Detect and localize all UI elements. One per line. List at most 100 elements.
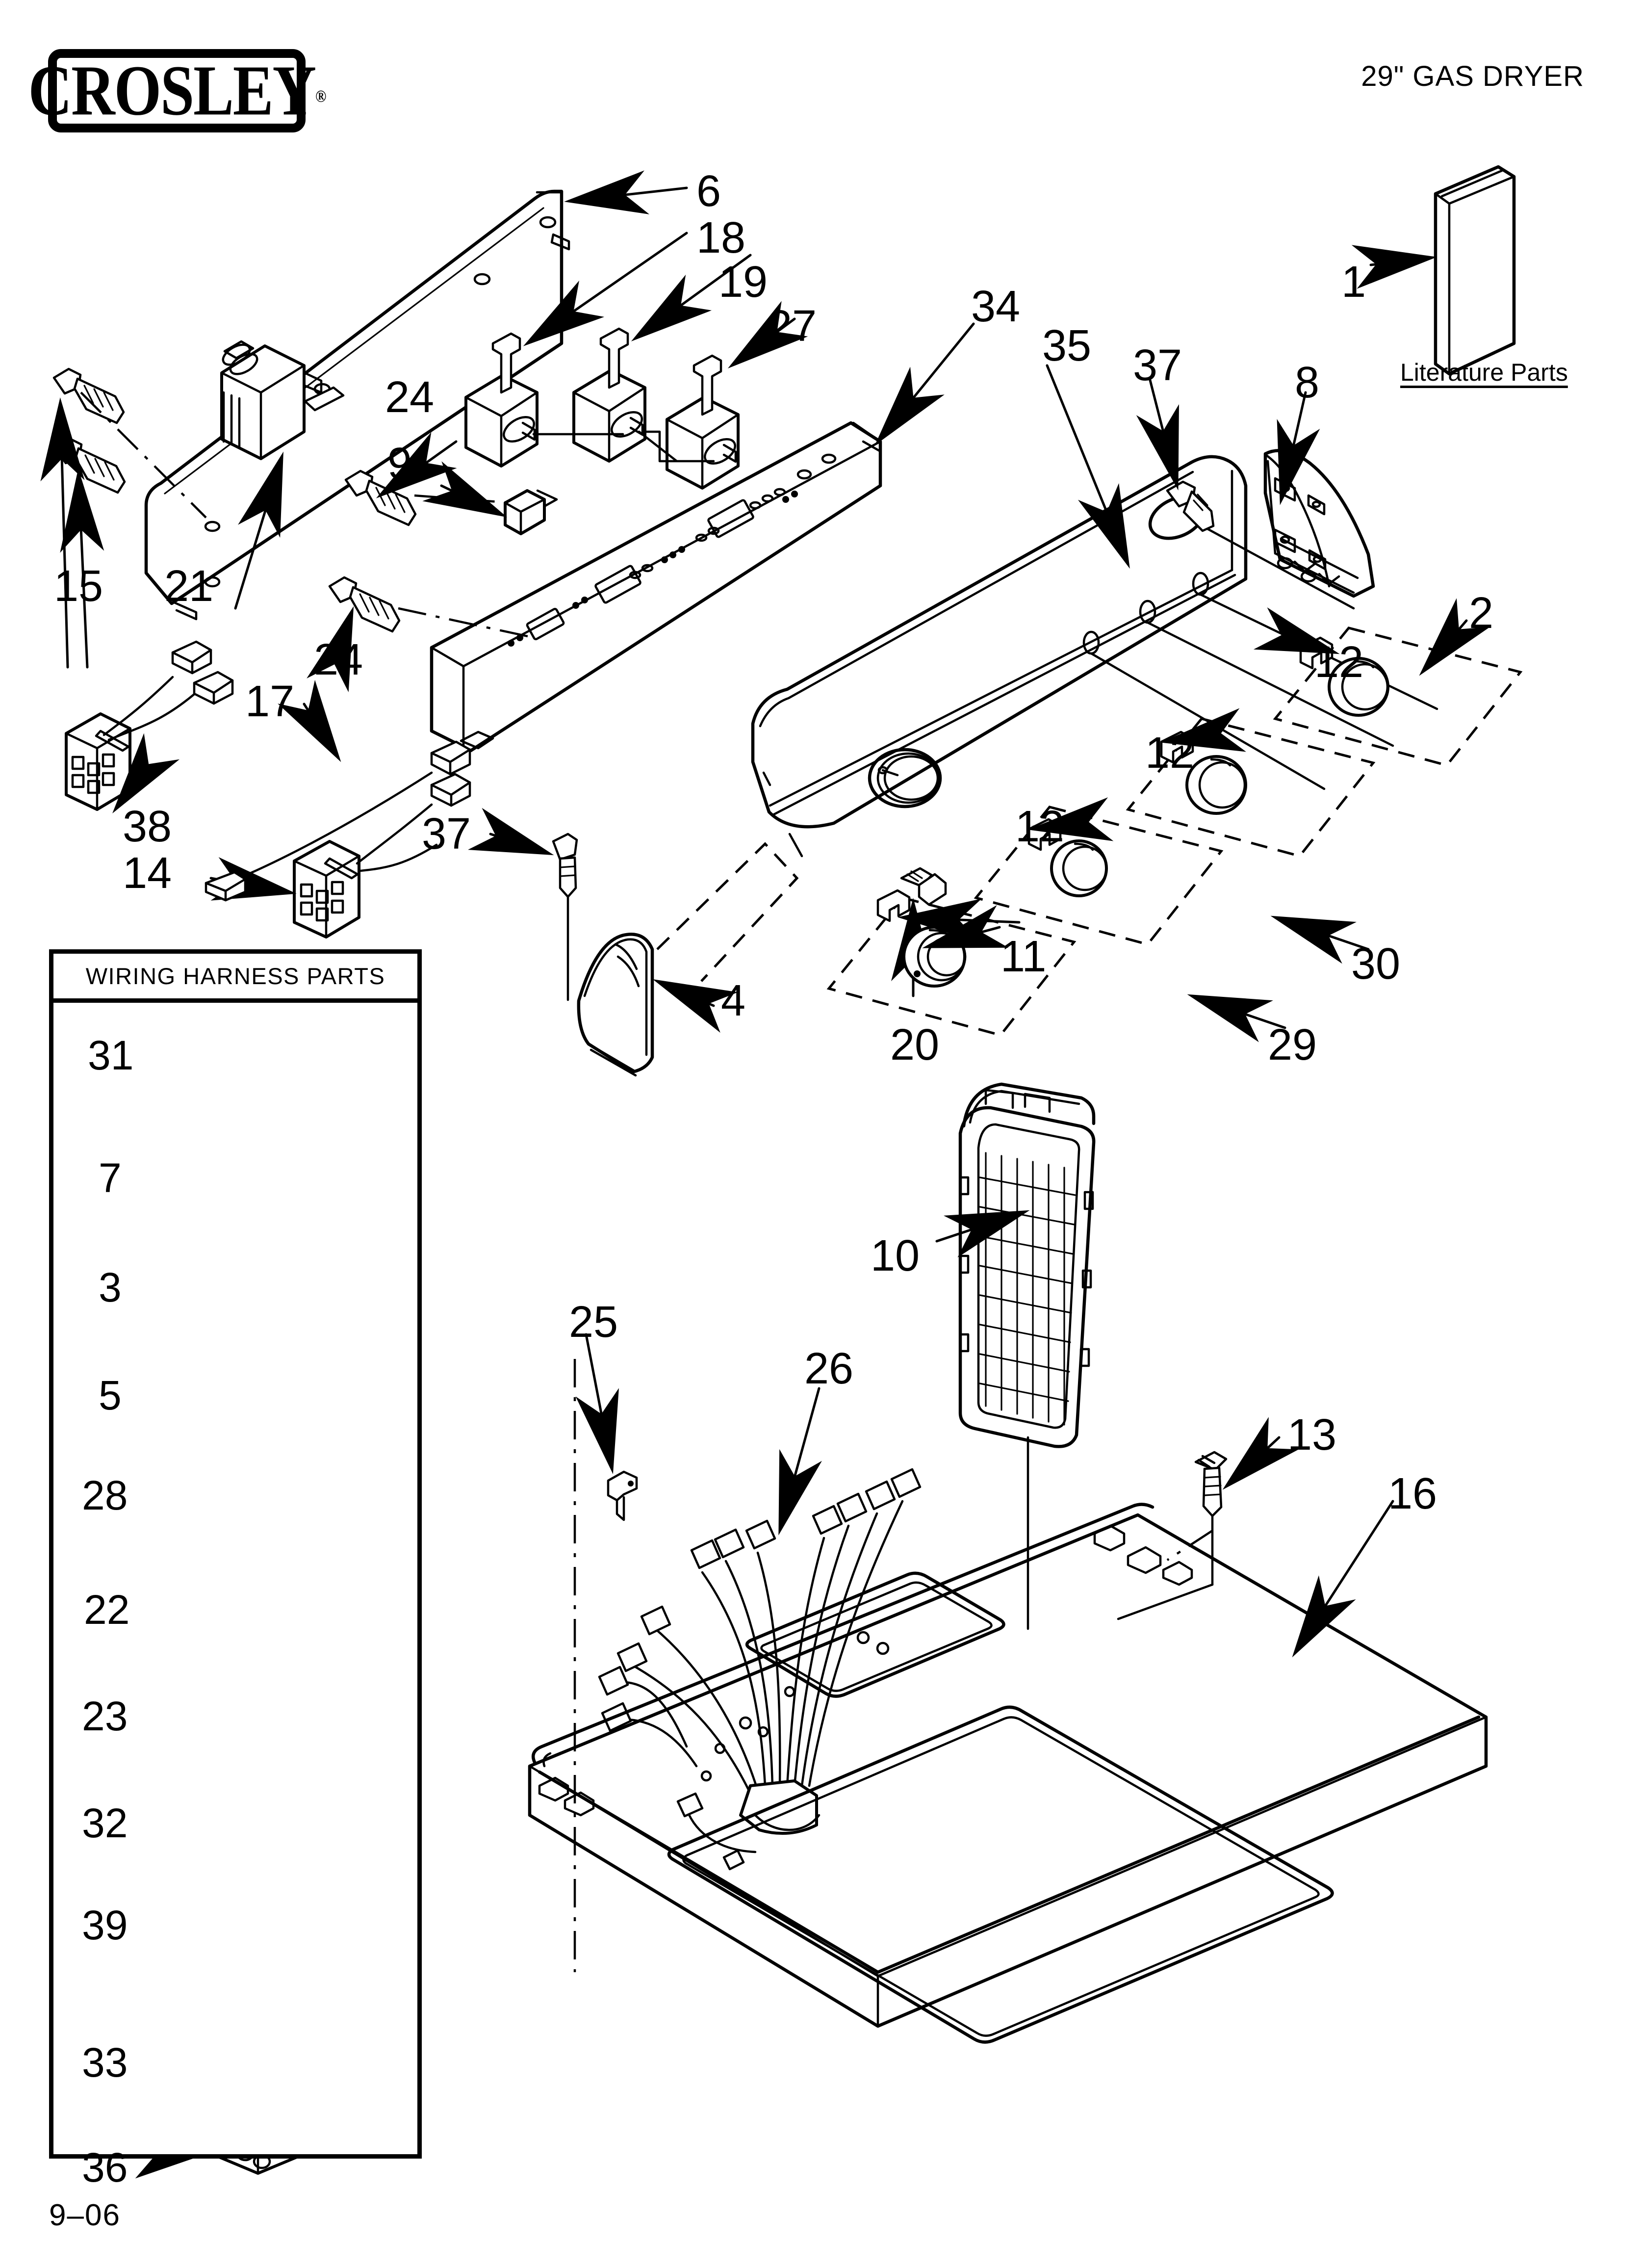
leader-21 xyxy=(234,451,283,610)
callout-15-screw-15: 15 xyxy=(54,562,103,611)
callout-18-rotary-switch-left: 18 xyxy=(696,213,746,262)
leader-37-endcap xyxy=(467,808,554,856)
leader-18 xyxy=(523,232,688,346)
part-switch-bracket xyxy=(504,489,558,535)
part-timer-assembly xyxy=(220,340,345,460)
wiring-harness-legend: WIRING HARNESS PARTS 31 7 3 5 28 22 23 3… xyxy=(49,949,422,2188)
callout-9-switch-bracket: 9 xyxy=(387,439,412,488)
callout-12-knob-clip-upper: 12 xyxy=(1314,638,1364,687)
part-wire-harness-38 xyxy=(65,640,234,811)
part-literature-packet xyxy=(1434,165,1516,376)
callout-21-timer-assembly: 21 xyxy=(164,562,214,611)
leader-35 xyxy=(1046,364,1130,569)
callout-29-knob-kit-29: 29 xyxy=(1268,1020,1317,1069)
callout-8-right-console-endcap: 8 xyxy=(1295,358,1320,407)
leader-15b xyxy=(60,469,104,669)
leader-6 xyxy=(564,170,688,214)
callout-12-knob-clip-lower: 12 xyxy=(1015,802,1065,851)
leader-25 xyxy=(575,1333,619,1474)
part-lint-screen-filter xyxy=(958,1082,1096,1448)
leader-29 xyxy=(1187,994,1286,1043)
callout-35-console-front-panel: 35 xyxy=(1042,321,1092,370)
part-screw-13 xyxy=(1194,1451,1228,1586)
legend-item-36: 36 xyxy=(82,2144,128,2190)
leader-16 xyxy=(1292,1500,1394,1658)
leader-9 xyxy=(422,461,508,518)
literature-parts-label: Literature Parts xyxy=(1400,359,1568,386)
part-rotary-switch-right xyxy=(666,354,740,490)
part-wire-harness-14 xyxy=(293,773,471,938)
leader-2 xyxy=(1419,598,1490,676)
legend-item-5: 5 xyxy=(99,1372,122,1418)
legend-item-22: 22 xyxy=(84,1587,130,1633)
callout-38-wire-harness-38: 38 xyxy=(123,802,172,851)
callout-13-screw-13: 13 xyxy=(1287,1410,1337,1460)
part-control-knob-1 xyxy=(1328,657,1389,717)
leader-8 xyxy=(1277,391,1320,505)
part-wire-harness-17 xyxy=(205,730,494,902)
callout-10-lint-screen-filter: 10 xyxy=(871,1231,920,1280)
legend-item-23: 23 xyxy=(82,1693,128,1739)
revision-code: 9–06 xyxy=(49,2198,121,2232)
leader-38 xyxy=(112,733,180,814)
part-control-knob-4 xyxy=(902,926,967,988)
legend-item-32: 32 xyxy=(82,1800,128,1846)
legend-item-28: 28 xyxy=(82,1472,128,1518)
legend-title-bar: WIRING HARNESS PARTS xyxy=(53,954,417,1003)
part-harness-clip-25 xyxy=(607,1470,638,1521)
leader-34 xyxy=(874,322,975,445)
leader-10 xyxy=(935,1210,1030,1258)
callout-27-rotary-switch-right: 27 xyxy=(768,302,817,351)
leader-12b xyxy=(1160,708,1246,752)
part-screw-24-lower xyxy=(328,576,401,633)
registered-trademark-icon: ® xyxy=(315,86,326,106)
legend-item-33: 33 xyxy=(82,2039,128,2086)
leader-4 xyxy=(652,979,738,1033)
legend-item-7: 7 xyxy=(99,1155,122,1201)
brand-logo: CROSLEY® xyxy=(28,49,326,132)
part-right-console-endcap xyxy=(1263,449,1375,598)
part-main-wire-harness xyxy=(598,1468,922,1871)
leader-12a xyxy=(1253,607,1340,654)
leader-12c xyxy=(1028,797,1114,841)
leader-37-console xyxy=(1136,379,1179,491)
legend-item-39: 39 xyxy=(82,1902,128,1948)
leader-30 xyxy=(1270,915,1370,964)
leader-24-upper xyxy=(376,432,458,498)
callout-20-screw-20: 20 xyxy=(890,1020,940,1069)
part-dryer-top-panel xyxy=(528,1503,1488,2044)
legend-title: WIRING HARNESS PARTS xyxy=(85,963,385,989)
callout-25-harness-clip-25: 25 xyxy=(569,1298,618,1347)
legend-item-3: 3 xyxy=(99,1264,122,1310)
part-control-knob-3 xyxy=(1050,839,1108,897)
leader-17 xyxy=(278,679,341,762)
part-rotary-switch-left xyxy=(464,332,539,468)
callout-19-rotary-switch-center: 19 xyxy=(718,258,768,307)
leader-26 xyxy=(778,1387,822,1536)
leader-24-lower xyxy=(307,606,354,693)
callout-34-console-mounting-bracket: 34 xyxy=(971,282,1021,331)
leader-11b xyxy=(898,898,1021,943)
part-screw-15 xyxy=(52,367,126,494)
leader-19 xyxy=(631,254,752,341)
callout-30-knob-kit-30: 30 xyxy=(1351,939,1401,989)
callout-12-knob-clip-middle: 12 xyxy=(1145,729,1195,778)
part-control-knob-2 xyxy=(1185,755,1247,815)
callout-24-screw-24-upper: 24 xyxy=(385,373,435,422)
callout-14-wire-harness-14: 14 xyxy=(123,849,172,898)
part-screw-37-console xyxy=(1166,480,1215,532)
callout-1-literature-packet: 1 xyxy=(1341,258,1366,307)
callout-4-left-console-endcap: 4 xyxy=(721,976,746,1025)
leader-27 xyxy=(727,301,808,368)
part-console-mounting-bracket xyxy=(430,421,882,753)
callout-11-control-knob: 11 xyxy=(1001,932,1047,981)
part-screw-37-endcap xyxy=(552,833,578,1001)
callout-37-screw-37-endcap: 37 xyxy=(422,809,471,859)
callout-37-screw-console: 37 xyxy=(1133,341,1182,390)
part-screw-20 xyxy=(900,867,947,906)
callout-2-knob-kit-2: 2 xyxy=(1469,589,1494,638)
page-title: 29" GAS DRYER xyxy=(1361,60,1584,92)
brand-wordmark: CROSLEY® xyxy=(28,51,327,130)
part-left-console-endcap xyxy=(577,933,654,1077)
